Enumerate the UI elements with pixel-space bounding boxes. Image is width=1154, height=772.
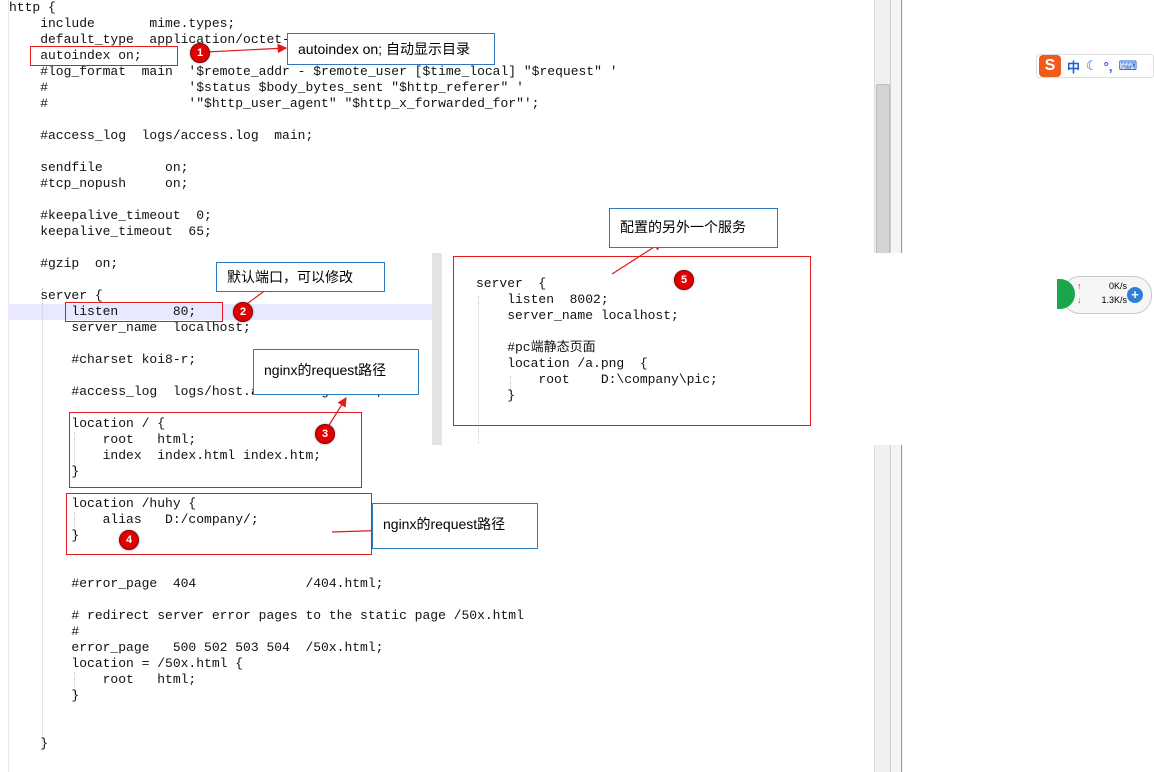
code-line: server { xyxy=(9,288,103,303)
sogou-logo-icon[interactable]: S xyxy=(1039,55,1061,77)
code-line: root html; xyxy=(9,672,197,687)
callout-request-path-1: nginx的request路径 xyxy=(253,349,419,395)
indent-guide xyxy=(74,672,75,696)
code-line: #log_format main '$remote_addr - $remote… xyxy=(9,64,618,79)
upload-arrow-icon: ↑ xyxy=(1077,281,1082,291)
code-line: #keepalive_timeout 0; xyxy=(9,208,212,223)
code-line: location = /50x.html { xyxy=(9,656,244,671)
callout-autoindex: autoindex on; 自动显示目录 xyxy=(287,33,495,65)
network-speed-widget[interactable]: ↑ 0K/s ↓ 1.3K/s + xyxy=(1057,276,1152,314)
current-line-highlight xyxy=(8,304,434,320)
code-line: alias D:/company/; xyxy=(9,512,259,527)
code-line: sendfile on; xyxy=(9,160,189,175)
ime-toolbar[interactable]: S 中 ☾ °, ⌨ xyxy=(1036,54,1154,78)
code-line: } xyxy=(9,736,49,751)
download-arrow-icon: ↓ xyxy=(1077,295,1082,305)
callout-request-path-2: nginx的request路径 xyxy=(372,503,538,549)
snippet-line: server { xyxy=(476,276,547,291)
download-speed: 1.3K/s xyxy=(1101,295,1127,305)
moon-icon[interactable]: ☾ xyxy=(1086,58,1098,73)
code-line: #charset koi8-r; xyxy=(9,352,197,367)
download-row: ↓ 1.3K/s xyxy=(1077,295,1127,305)
callout-second-server: 配置的另外一个服务 xyxy=(609,208,778,248)
indent-guide xyxy=(510,376,511,400)
badge-3: 3 xyxy=(315,424,335,444)
code-line: #error_page 404 /404.html; xyxy=(9,576,384,591)
indent-guide xyxy=(42,288,43,748)
code-line: include mime.types; xyxy=(9,16,236,31)
arrow-1 xyxy=(205,43,288,54)
snippet-edge xyxy=(432,253,442,445)
code-line: server_name localhost; xyxy=(9,320,251,335)
fold-gutter xyxy=(8,0,9,772)
highlight-second-server xyxy=(453,256,811,426)
badge-1: 1 xyxy=(190,43,210,63)
code-line: } xyxy=(9,688,80,703)
code-line: location /huhy { xyxy=(9,496,197,511)
code-line: #tcp_nopush on; xyxy=(9,176,189,191)
snippet-code-text: server { listen 8002; server_name localh… xyxy=(476,276,718,404)
highlight-listen xyxy=(65,302,223,322)
snippet-line: listen 8002; xyxy=(476,292,609,307)
code-line: #access_log logs/access.log main; xyxy=(9,128,314,143)
highlight-location-huhy xyxy=(66,493,372,555)
punctuation-toggle[interactable]: °, xyxy=(1103,58,1113,74)
code-line: } xyxy=(9,528,80,543)
callout-port: 默认端口，可以修改 xyxy=(216,262,385,292)
code-line: # '"$http_user_agent" "$http_x_forwarded… xyxy=(9,96,540,111)
code-line: # xyxy=(9,624,80,639)
highlight-autoindex xyxy=(30,46,178,66)
snippet-line: server_name localhost; xyxy=(476,308,679,323)
keyboard-icon[interactable]: ⌨ xyxy=(1118,58,1138,73)
indent-guide xyxy=(74,512,75,536)
snippet-line: root D:\company\pic; xyxy=(476,372,718,387)
snippet-line: } xyxy=(476,388,516,403)
code-line: http { xyxy=(9,0,56,15)
indent-guide xyxy=(478,296,479,444)
code-line: #gzip on; xyxy=(9,256,119,271)
code-line: # '$status $body_bytes_sent "$http_refer… xyxy=(9,80,524,95)
code-line: listen 80; xyxy=(9,304,197,319)
second-server-snippet xyxy=(432,253,1060,445)
code-line: root html; xyxy=(9,432,197,447)
ime-mode-toggle[interactable]: 中 xyxy=(1067,59,1081,75)
code-line: error_page 500 502 503 504 /50x.html; xyxy=(9,640,384,655)
code-line: } xyxy=(9,464,80,479)
upload-row: ↑ 0K/s xyxy=(1077,281,1127,291)
indent-guide xyxy=(74,432,75,472)
code-line: index index.html index.htm; xyxy=(9,448,322,463)
code-line: # redirect server error pages to the sta… xyxy=(9,608,524,623)
badge-2: 2 xyxy=(233,302,253,322)
badge-4: 4 xyxy=(119,530,139,550)
upload-speed: 0K/s xyxy=(1108,281,1127,291)
badge-5: 5 xyxy=(674,270,694,290)
add-icon[interactable]: + xyxy=(1127,287,1143,303)
snippet-line: location /a.png { xyxy=(476,356,648,371)
code-line: keepalive_timeout 65; xyxy=(9,224,212,239)
code-line: location / { xyxy=(9,416,166,431)
snippet-line: #pc端静态页面 xyxy=(476,340,596,355)
highlight-location-root xyxy=(69,412,362,488)
network-status-indicator xyxy=(1057,279,1075,309)
code-line: autoindex on; xyxy=(9,48,142,63)
